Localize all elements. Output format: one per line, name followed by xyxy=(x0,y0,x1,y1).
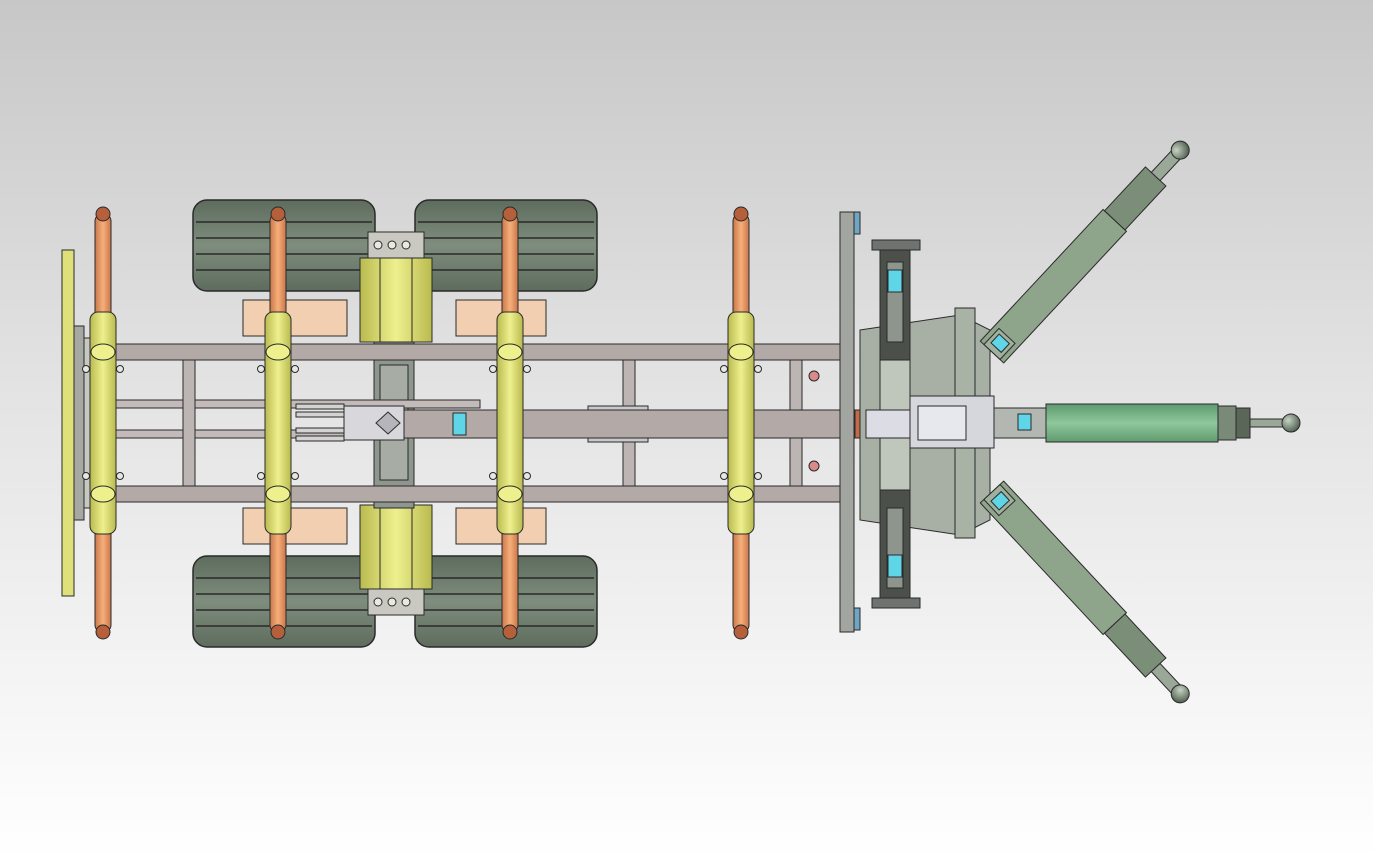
axle-station xyxy=(257,206,299,640)
bracket-bolt xyxy=(720,365,728,373)
pad-lower-front xyxy=(242,507,348,545)
accent-cube-boom-lower xyxy=(990,490,1011,511)
ball-joint-upper xyxy=(1170,140,1190,160)
arm-cap-upper xyxy=(733,206,749,222)
bracket-bolt xyxy=(291,472,299,480)
accent-cube-outrigger-upper xyxy=(887,269,903,293)
axle-station xyxy=(82,206,124,640)
axle-station xyxy=(489,206,531,640)
main-cylinder xyxy=(993,403,1301,443)
hub-plate xyxy=(839,211,855,633)
bracket-bolt xyxy=(754,472,762,480)
boom-lower xyxy=(979,480,1190,704)
bracket-bolt xyxy=(523,365,531,373)
ball-joint-cylinder xyxy=(1281,413,1301,433)
arm-cap-lower xyxy=(502,624,518,640)
boom-arms xyxy=(979,140,1301,704)
arm-cap-upper xyxy=(270,206,286,222)
accent-cube-cylinder xyxy=(1017,413,1032,431)
arm-cap-upper xyxy=(95,206,111,222)
arm-cap-lower xyxy=(733,624,749,640)
central-ram xyxy=(295,403,866,443)
bracket-collar-lower xyxy=(497,485,523,503)
arm-cap-lower xyxy=(270,624,286,640)
bracket-collar-upper xyxy=(728,343,754,361)
arm-cap-upper xyxy=(502,206,518,222)
bracket-bolt xyxy=(523,472,531,480)
accent-cube-ram xyxy=(452,412,467,436)
bracket-bolt xyxy=(82,365,90,373)
bracket-bolt xyxy=(116,472,124,480)
end-bracket-yellow xyxy=(61,249,75,597)
axle-station xyxy=(720,206,762,640)
pad-upper-front xyxy=(242,299,348,337)
center-gear-lower xyxy=(359,504,433,590)
bracket-bolt xyxy=(82,472,90,480)
center-gear-upper xyxy=(359,257,433,343)
bracket-bolt xyxy=(116,365,124,373)
bracket-collar-upper xyxy=(497,343,523,361)
axle-bracket xyxy=(496,311,524,535)
suspension-group xyxy=(242,231,547,616)
bracket-bolt xyxy=(257,365,265,373)
axle-stations xyxy=(82,206,762,640)
accent-cube-boom-upper xyxy=(990,333,1011,354)
bracket-collar-upper xyxy=(90,343,116,361)
bracket-collar-upper xyxy=(265,343,291,361)
bracket-bolt xyxy=(720,472,728,480)
bracket-collar-lower xyxy=(265,485,291,503)
axle-bracket xyxy=(264,311,292,535)
bracket-bolt xyxy=(489,472,497,480)
bracket-bolt xyxy=(754,365,762,373)
bracket-bolt xyxy=(489,365,497,373)
bracket-collar-lower xyxy=(728,485,754,503)
turntable-hub xyxy=(808,211,995,633)
ball-joint-lower xyxy=(1170,684,1190,704)
bracket-bolt xyxy=(257,472,265,480)
ram-tube xyxy=(403,409,865,439)
accent-cube-outrigger-lower xyxy=(887,554,903,578)
bracket-collar-lower xyxy=(90,485,116,503)
axle-bracket xyxy=(89,311,117,535)
bracket-bolt xyxy=(291,365,299,373)
boom-upper xyxy=(979,140,1190,364)
axle-bracket xyxy=(727,311,755,535)
arm-cap-lower xyxy=(95,624,111,640)
